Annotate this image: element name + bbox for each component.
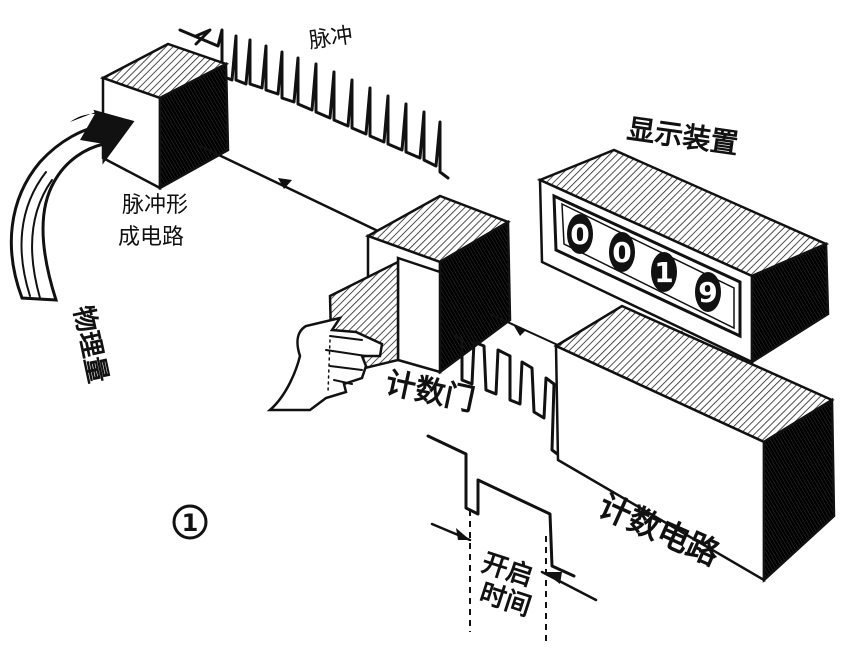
figure-number-label: 1 xyxy=(182,509,199,537)
physical-quantity-arrow xyxy=(9,109,135,302)
signal-line-to-gate xyxy=(199,144,381,234)
hand-illustration xyxy=(266,316,384,412)
counting-gate-box xyxy=(328,194,512,378)
display-device-box xyxy=(536,148,830,365)
display-digit-2: 0 xyxy=(612,236,631,269)
figure-number-circle xyxy=(172,504,208,540)
display-device-label: 显示装置 xyxy=(625,112,741,160)
pulse-shaper-box xyxy=(99,42,230,191)
display-digit-4: 9 xyxy=(698,276,717,309)
pulse-label: 脉冲 xyxy=(307,23,354,54)
display-digit-tubes: 0 0 1 9 xyxy=(567,214,721,312)
pulse-waveform-top xyxy=(178,28,450,180)
pulse-shaper-label-line2: 成电路 xyxy=(118,225,184,250)
pulse-shaper-label-line1: 脉冲形 xyxy=(122,193,188,218)
gate-time-waveform xyxy=(426,434,598,645)
display-digit-3: 1 xyxy=(654,256,673,289)
physical-quantity-label: 物理量 xyxy=(67,303,113,386)
pulse-waveform-gated xyxy=(454,313,562,458)
counter-circuit-box xyxy=(553,304,836,583)
display-digit-1: 0 xyxy=(570,218,589,251)
